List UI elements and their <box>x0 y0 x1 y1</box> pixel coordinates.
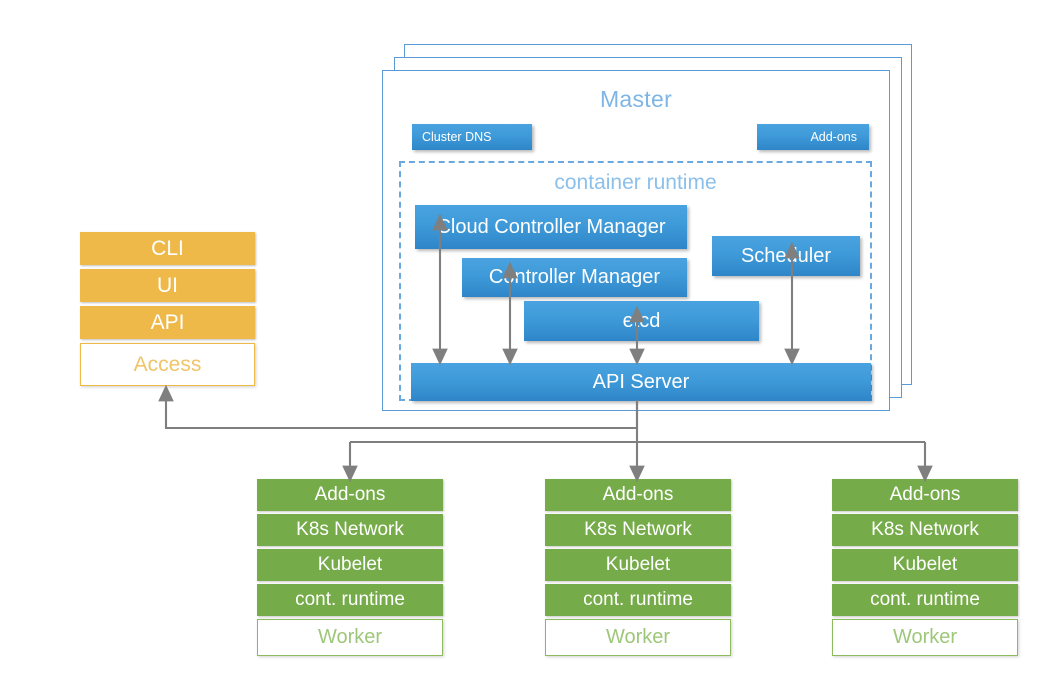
cloud-controller-manager-box[interactable]: Cloud Controller Manager <box>415 205 687 249</box>
worker-1-layer-network-label: K8s Network <box>296 519 404 540</box>
master-node: Master Cluster DNS Add-ons container run… <box>382 70 890 411</box>
worker-1-footer: Worker <box>257 619 443 656</box>
access-panel: CLI UI API Access <box>80 232 255 390</box>
access-row-ui-label: UI <box>157 273 178 297</box>
worker-node-1: Add-ons K8s Network Kubelet cont. runtim… <box>257 479 443 656</box>
master-addons-box[interactable]: Add-ons <box>757 124 869 150</box>
cloud-controller-manager-label: Cloud Controller Manager <box>436 215 666 238</box>
worker-node-3: Add-ons K8s Network Kubelet cont. runtim… <box>832 479 1018 656</box>
worker-3-layer-kubelet-label: Kubelet <box>892 554 958 575</box>
worker-3-layer-runtime[interactable]: cont. runtime <box>832 584 1018 616</box>
access-row-api-label: API <box>150 310 185 334</box>
worker-2-footer-label: Worker <box>605 626 671 648</box>
worker-1-layer-runtime[interactable]: cont. runtime <box>257 584 443 616</box>
controller-manager-label: Controller Manager <box>488 266 661 288</box>
access-footer: Access <box>80 343 255 386</box>
etcd-box[interactable]: etcd <box>524 301 759 341</box>
worker-2-layer-addons-label: Add-ons <box>602 484 674 505</box>
scheduler-label: Scheduler <box>740 244 832 267</box>
master-title: Master <box>599 86 673 112</box>
worker-3-footer: Worker <box>832 619 1018 656</box>
access-footer-label: Access <box>133 352 202 376</box>
worker-3-layer-network-label: K8s Network <box>871 519 979 540</box>
worker-2-layer-network[interactable]: K8s Network <box>545 514 731 546</box>
api-server-box[interactable]: API Server <box>411 363 871 401</box>
etcd-label: etcd <box>622 309 661 332</box>
worker-2-layer-runtime-label: cont. runtime <box>583 589 693 610</box>
controller-manager-box[interactable]: Controller Manager <box>462 258 687 297</box>
worker-2-layer-kubelet[interactable]: Kubelet <box>545 549 731 581</box>
scheduler-box[interactable]: Scheduler <box>712 236 860 276</box>
worker-1-layer-kubelet[interactable]: Kubelet <box>257 549 443 581</box>
worker-2-layer-addons[interactable]: Add-ons <box>545 479 731 511</box>
worker-2-layer-kubelet-label: Kubelet <box>605 554 671 575</box>
access-row-cli[interactable]: CLI <box>80 232 255 265</box>
worker-1-layer-network[interactable]: K8s Network <box>257 514 443 546</box>
worker-1-footer-label: Worker <box>317 626 383 648</box>
worker-node-2: Add-ons K8s Network Kubelet cont. runtim… <box>545 479 731 656</box>
worker-1-layer-runtime-label: cont. runtime <box>295 589 405 610</box>
worker-3-layer-network[interactable]: K8s Network <box>832 514 1018 546</box>
worker-1-layer-addons-label: Add-ons <box>314 484 386 505</box>
worker-2-layer-network-label: K8s Network <box>584 519 692 540</box>
worker-3-layer-addons[interactable]: Add-ons <box>832 479 1018 511</box>
worker-1-layer-kubelet-label: Kubelet <box>317 554 383 575</box>
worker-2-layer-runtime[interactable]: cont. runtime <box>545 584 731 616</box>
access-row-api[interactable]: API <box>80 306 255 339</box>
container-runtime-title: container runtime <box>554 171 717 194</box>
worker-3-layer-addons-label: Add-ons <box>889 484 961 505</box>
worker-3-layer-kubelet[interactable]: Kubelet <box>832 549 1018 581</box>
master-addons-label: Add-ons <box>810 130 857 144</box>
api-server-label: API Server <box>592 370 690 393</box>
worker-3-footer-label: Worker <box>892 626 958 648</box>
worker-3-layer-runtime-label: cont. runtime <box>870 589 980 610</box>
access-row-ui[interactable]: UI <box>80 269 255 302</box>
cluster-dns-label: Cluster DNS <box>422 130 492 144</box>
worker-1-layer-addons[interactable]: Add-ons <box>257 479 443 511</box>
cluster-dns-box[interactable]: Cluster DNS <box>412 124 532 150</box>
worker-2-footer: Worker <box>545 619 731 656</box>
access-row-cli-label: CLI <box>151 236 184 260</box>
